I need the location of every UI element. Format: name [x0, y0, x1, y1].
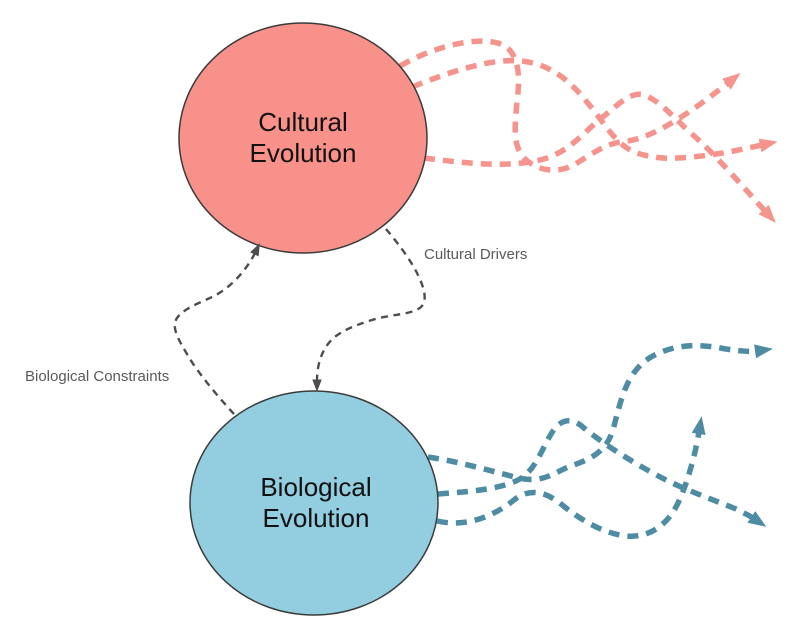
- cultural-node-label-line1: Cultural: [258, 107, 348, 137]
- biological-trajectory-2: [437, 418, 767, 527]
- biological-trajectory-3: [436, 416, 706, 539]
- cultural-drivers-label: Cultural Drivers: [424, 246, 527, 263]
- inter-node-arrows: [173, 228, 426, 415]
- cultural-trajectory-3: [423, 91, 776, 223]
- biological-trajectories: [427, 342, 773, 539]
- cultural-trajectories: [398, 38, 778, 223]
- biological-trajectory-1: [427, 342, 773, 483]
- biological-node-label-line2: Evolution: [263, 503, 370, 533]
- cultural-node-label-line2: Evolution: [250, 138, 357, 168]
- cultural-evolution-node: [178, 22, 428, 254]
- biological-constraints-label: Biological Constraints: [25, 368, 169, 385]
- biological-node-label-line1: Biological: [260, 472, 371, 502]
- cultural-drivers-arrow: [312, 228, 426, 392]
- cultural-trajectory-1: [398, 38, 741, 173]
- biological-constraints-arrow: [173, 243, 260, 415]
- cultural-trajectory-2: [410, 57, 778, 161]
